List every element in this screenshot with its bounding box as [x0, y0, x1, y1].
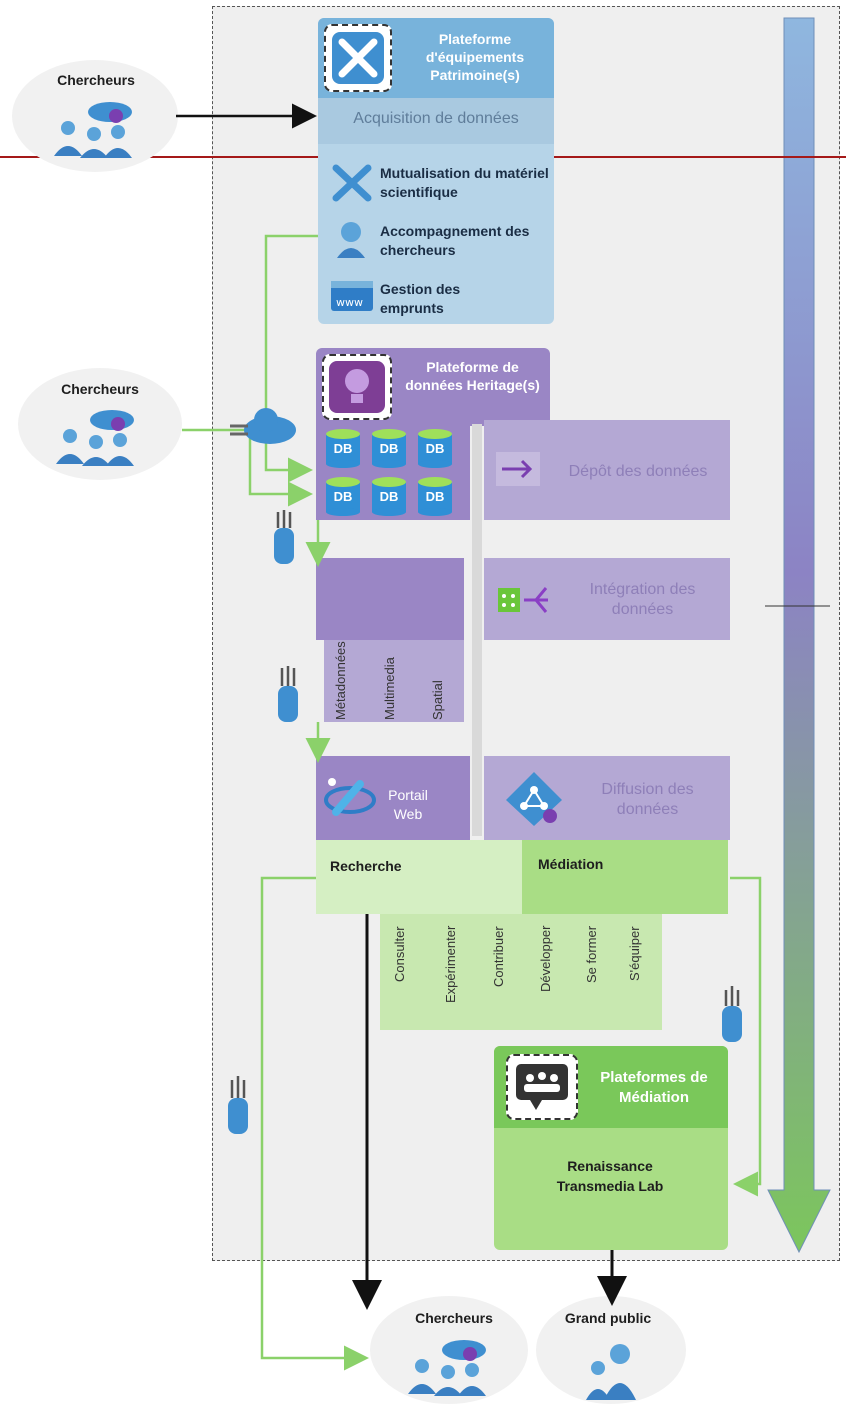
item-mutualisation: Mutualisation du matériel scientifique [380, 165, 549, 200]
plug-icon [228, 1076, 248, 1134]
categories-panel [324, 640, 464, 722]
item-gestion: Gestion des emprunts [380, 281, 461, 316]
actor-bottom-right-label: Grand public [564, 1310, 652, 1326]
equipements-title: Plateforme d'équipements Patrimoine(s) [425, 31, 525, 83]
database-icon: DB [416, 428, 454, 468]
depot-label: Dépôt des données [568, 463, 708, 480]
check-panel [316, 558, 464, 640]
item-accompagnement: Accompagnement des chercheurs [380, 223, 530, 258]
db-label: DB [379, 489, 399, 504]
cloud-upload-icon [230, 408, 296, 444]
support-person-icon [334, 218, 368, 258]
actor-middle-label: Chercheurs [61, 381, 139, 397]
plug-icon [278, 666, 298, 722]
integration-label: Intégration des données [589, 581, 696, 618]
svg-text:www: www [336, 296, 363, 309]
people-group-icon [52, 406, 142, 466]
acquisition-label: Acquisition de données [353, 110, 519, 127]
database-icon: DB [416, 476, 454, 516]
diffusion-icon [504, 770, 564, 828]
database-icon: DB [370, 476, 408, 516]
divider [472, 424, 482, 836]
db-label: DB [425, 441, 445, 456]
actor-top-label: Chercheurs [57, 72, 135, 88]
mediation-label: Médiation [538, 856, 604, 872]
integration-icon [496, 578, 552, 622]
actor-bottom-left-label: Chercheurs [415, 1310, 493, 1326]
lightbulb-icon [322, 354, 392, 420]
people-group-icon [404, 1336, 494, 1396]
database-icon: DB [324, 428, 362, 468]
db-label: DB [333, 441, 353, 456]
plug-icon [274, 510, 294, 564]
portail-panel [316, 756, 470, 840]
plug-icon [722, 986, 742, 1042]
diffusion-label: Diffusion des données [601, 781, 694, 818]
database-icon: DB [370, 428, 408, 468]
actions-panel [380, 914, 662, 1030]
arrow-right-icon [496, 452, 540, 486]
recherche-label: Recherche [330, 858, 402, 874]
donnees-title: Plateforme de données Heritage(s) [405, 359, 540, 393]
meeting-icon [506, 1054, 578, 1120]
portail-label: Portail Web [388, 787, 428, 822]
mediation-panel [522, 840, 728, 914]
portal-icon [322, 772, 378, 822]
db-label: DB [425, 489, 445, 504]
recherche-panel [316, 840, 522, 914]
database-icon: DB [324, 476, 362, 516]
web-window-icon: www [330, 280, 374, 312]
people-group-icon [50, 98, 140, 158]
people-icon [582, 1340, 642, 1400]
mediation-platform-body: Renaissance Transmedia Lab [556, 1158, 664, 1194]
db-label: DB [379, 441, 399, 456]
acquisition-band [318, 98, 554, 144]
db-label: DB [333, 489, 353, 504]
mediation-platform-title: Plateformes de Médiation [600, 1069, 708, 1106]
tools-icon [324, 24, 392, 92]
tools-icon [330, 162, 374, 202]
